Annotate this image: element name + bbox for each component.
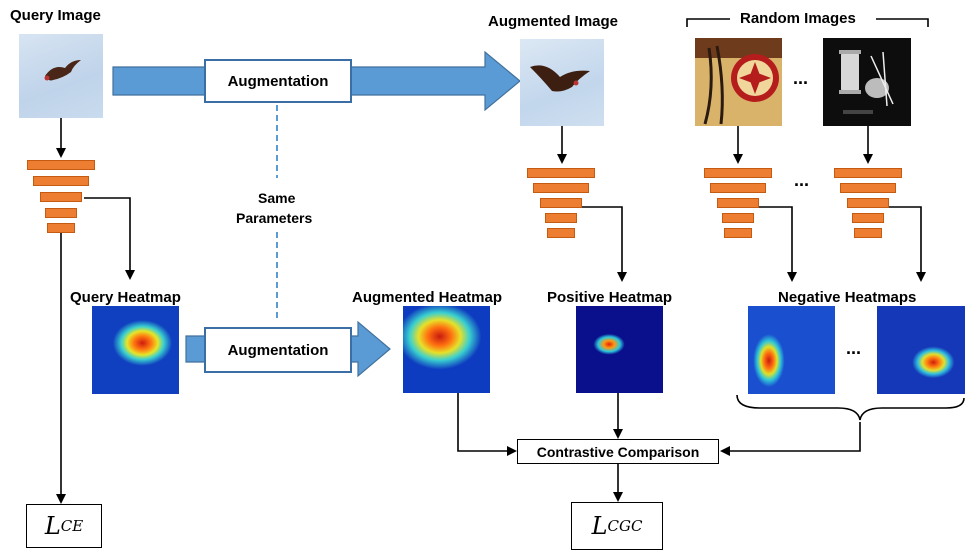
network-augmented	[527, 168, 597, 240]
random-image-2	[823, 38, 911, 126]
loss-ce-symbol: L	[44, 512, 61, 540]
contrastive-comparison-box: Contrastive Comparison	[517, 439, 719, 464]
query-heatmap-hotspot	[92, 306, 179, 394]
negative-heatmaps-ellipsis: ...	[846, 338, 862, 358]
loss-cgc-subscript: CGC	[607, 517, 643, 535]
thread-spool-icon	[823, 38, 911, 126]
negative-heatmap-2	[877, 306, 965, 394]
network-layer	[704, 168, 772, 178]
random-bracket-left	[686, 18, 730, 27]
network-layer	[834, 168, 902, 178]
network-random-1	[704, 168, 774, 240]
loss-ce-subscript: CE	[60, 517, 84, 535]
network-layer	[547, 228, 575, 238]
arrow-network-to-query-heatmap	[84, 197, 135, 280]
network-layer	[545, 213, 577, 223]
negative-heatmap-2-hotspot	[877, 306, 965, 394]
random-bracket-right	[876, 18, 929, 27]
network-layer	[722, 213, 754, 223]
augmentation-box-top: Augmentation	[204, 59, 352, 103]
negative-heatmap-1	[748, 306, 835, 394]
query-heatmap	[92, 306, 179, 394]
random-networks-ellipsis: ...	[794, 170, 810, 190]
arrow-network-to-positive	[582, 206, 627, 282]
network-layer	[40, 192, 82, 202]
augmented-heatmap-label: Augmented Heatmap	[352, 289, 503, 306]
loss-cgc-symbol: L	[591, 512, 608, 540]
random-images-label: Random Images	[740, 10, 856, 27]
augmented-image-label: Augmented Image	[488, 13, 619, 30]
network-layer	[45, 208, 77, 218]
network-layer	[47, 223, 75, 233]
negative-heatmap-1-hotspot	[748, 306, 835, 394]
arrow-augheat-to-contrastive	[457, 393, 517, 456]
network-layer	[847, 198, 889, 208]
network-layer	[540, 198, 582, 208]
augmented-heatmap-hotspot	[403, 306, 490, 393]
network-layer	[724, 228, 752, 238]
augmented-image	[520, 39, 604, 126]
random-images-ellipsis: ...	[793, 68, 809, 88]
network-layer	[710, 183, 766, 193]
query-image	[19, 34, 103, 118]
negative-heatmaps-label: Negative Heatmaps	[778, 289, 917, 306]
network-layer	[854, 228, 882, 238]
network-layer	[527, 168, 595, 178]
same-parameters-line2: Parameters	[236, 210, 313, 226]
network-layer	[840, 183, 896, 193]
network-layer	[852, 213, 884, 223]
positive-heatmap-hotspot	[576, 306, 663, 393]
network-layer	[27, 160, 95, 170]
positive-heatmap-label: Positive Heatmap	[547, 289, 673, 306]
network-layer	[717, 198, 759, 208]
bird-icon	[44, 60, 81, 81]
arrow-network-to-neg2	[888, 206, 926, 282]
network-random-2	[834, 168, 904, 240]
bird-icon	[530, 65, 590, 92]
same-parameters-line1: Same	[258, 190, 296, 206]
query-image-label: Query Image	[10, 7, 101, 24]
network-layer	[33, 176, 89, 186]
augmented-heatmap	[403, 306, 490, 393]
negatives-brace	[736, 394, 965, 421]
network-query	[27, 160, 97, 234]
random-image-1	[695, 38, 782, 126]
target-photo-icon	[695, 38, 782, 126]
network-layer	[533, 183, 589, 193]
arrow-negatives-to-contrastive	[720, 422, 861, 456]
positive-heatmap	[576, 306, 663, 393]
augmentation-box-bottom: Augmentation	[204, 327, 352, 373]
arrow-network-to-neg1	[758, 206, 797, 282]
query-heatmap-label: Query Heatmap	[70, 289, 181, 306]
